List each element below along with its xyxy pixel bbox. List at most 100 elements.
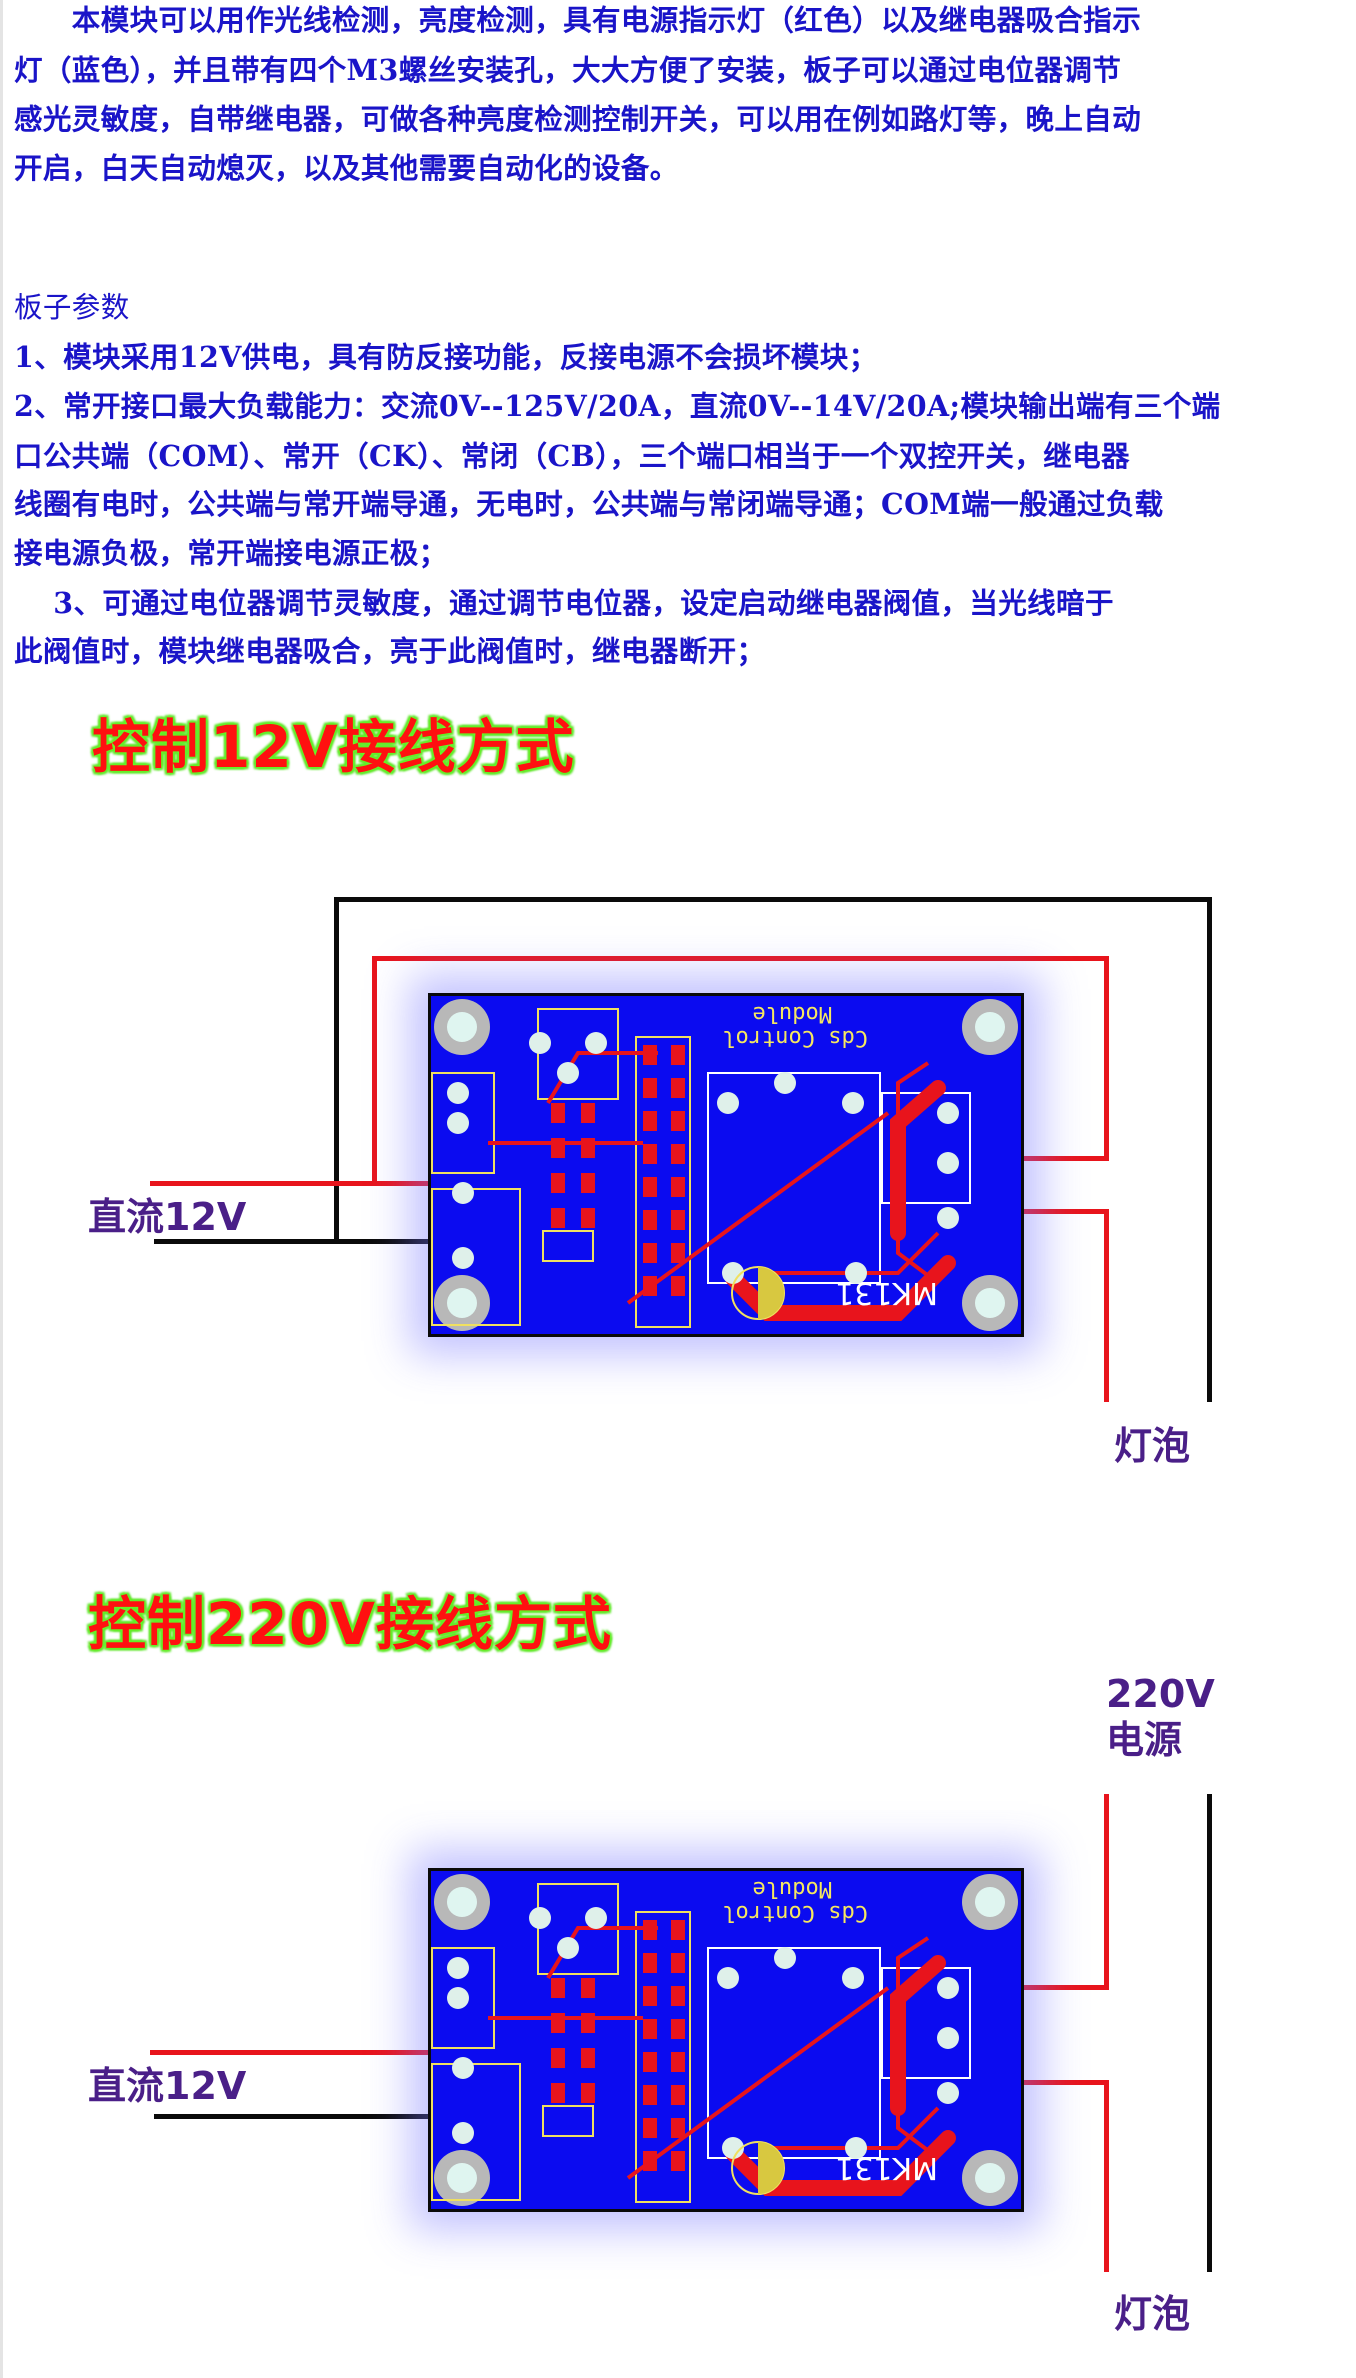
wire-black bbox=[334, 897, 339, 1244]
intro-line: 感光灵敏度，自带继电器，可做各种亮度检测控制开关，可以用在例如路灯等，晚上自动 bbox=[14, 102, 1142, 136]
through-hole-pad bbox=[452, 2057, 474, 2079]
page-border bbox=[0, 0, 3, 2378]
source-label: 220V bbox=[1106, 1672, 1215, 1716]
through-hole-pad bbox=[452, 1182, 474, 1204]
smd-pad bbox=[581, 1173, 595, 1193]
through-hole-pad bbox=[452, 2122, 474, 2144]
smd-pad bbox=[671, 2019, 685, 2039]
smd-pad bbox=[581, 1103, 595, 1123]
ldr-sensor bbox=[758, 2142, 784, 2194]
smd-pad bbox=[643, 1177, 657, 1197]
params-heading: 板子参数 bbox=[14, 291, 130, 324]
intro-line: 灯（蓝色），并且带有四个M3螺丝安装孔，大大方便了安装，板子可以通过电位器调节 bbox=[14, 53, 1122, 87]
smd-pad bbox=[643, 2052, 657, 2072]
wire-red bbox=[372, 956, 1109, 961]
through-hole-pad bbox=[774, 1072, 796, 1094]
smd-pad bbox=[671, 1144, 685, 1164]
params-line: 线圈有电时，公共端与常开端导通，无电时，公共端与常闭端导通；COM端一般通过负载 bbox=[14, 487, 1164, 521]
through-hole-pad bbox=[937, 1152, 959, 1174]
through-hole-pad bbox=[717, 1967, 739, 1989]
pcb-trace-wide bbox=[725, 1955, 956, 2196]
wire-red bbox=[1024, 1156, 1109, 1161]
through-hole-pad bbox=[845, 2137, 867, 2159]
pcb-silkscreen-text: Cds Control bbox=[722, 1900, 868, 1925]
through-hole-pad bbox=[447, 1957, 469, 1979]
component-outline bbox=[707, 1072, 881, 1284]
smd-pad bbox=[671, 1953, 685, 1973]
load-label: 灯泡 bbox=[1114, 1424, 1191, 1468]
mounting-hole-center bbox=[447, 2163, 477, 2193]
input-label: 直流12V bbox=[88, 1195, 247, 1239]
through-hole-pad bbox=[585, 1907, 607, 1929]
component-outline bbox=[542, 1230, 594, 1262]
smd-pad bbox=[551, 1978, 565, 1998]
smd-pad bbox=[643, 1243, 657, 1263]
smd-pad bbox=[643, 1111, 657, 1131]
smd-pad bbox=[581, 1978, 595, 1998]
params-line: 2、常开接口最大负载能力：交流0V--125V/20A，直流0V--14V/20… bbox=[14, 389, 1221, 423]
pcb-model-text: MK131 bbox=[835, 1275, 938, 1310]
smd-pad bbox=[671, 1986, 685, 2006]
pcb-model-text: MK131 bbox=[835, 2150, 938, 2185]
params-line: 口公共端（COM）、常开（CK）、常闭（CB），三个端口相当于一个双控开关，继电… bbox=[14, 439, 1130, 473]
through-hole-pad bbox=[452, 1247, 474, 1269]
source-label: 电源 bbox=[1106, 1718, 1183, 1762]
smd-pad bbox=[581, 1208, 595, 1228]
through-hole-pad bbox=[557, 1062, 579, 1084]
through-hole-pad bbox=[774, 1947, 796, 1969]
through-hole-pad bbox=[585, 1032, 607, 1054]
smd-pad bbox=[671, 1045, 685, 1065]
component-outline bbox=[431, 1188, 521, 1326]
smd-pad bbox=[671, 2052, 685, 2072]
smd-pad bbox=[551, 1173, 565, 1193]
through-hole-pad bbox=[529, 1032, 551, 1054]
diagram-title: 控制12V接线方式 bbox=[92, 713, 575, 781]
component-outline bbox=[431, 2063, 521, 2201]
smd-pad bbox=[581, 2048, 595, 2068]
load-label: 灯泡 bbox=[1114, 2292, 1191, 2336]
ldr-sensor bbox=[758, 1267, 784, 1319]
mounting-hole-center bbox=[975, 2163, 1005, 2193]
through-hole-pad bbox=[937, 1977, 959, 1999]
smd-pad bbox=[643, 1953, 657, 1973]
component-outline bbox=[635, 1036, 691, 1328]
smd-pad bbox=[643, 1210, 657, 1230]
intro-line: 开启，白天自动熄灭，以及其他需要自动化的设备。 bbox=[14, 151, 679, 185]
through-hole-pad bbox=[842, 1092, 864, 1114]
input-label: 直流12V bbox=[88, 2064, 247, 2108]
through-hole-pad bbox=[717, 1092, 739, 1114]
wire-red bbox=[150, 1181, 428, 1186]
through-hole-pad bbox=[937, 1207, 959, 1229]
smd-pad bbox=[671, 1210, 685, 1230]
pcb-silkscreen-text: Module bbox=[753, 1876, 832, 1901]
wire-black bbox=[1207, 897, 1212, 1402]
through-hole-pad bbox=[937, 2027, 959, 2049]
wire-red bbox=[1104, 1794, 1109, 1990]
wire-red bbox=[150, 2050, 428, 2055]
mounting-hole-center bbox=[975, 1012, 1005, 1042]
smd-pad bbox=[671, 2151, 685, 2171]
smd-pad bbox=[551, 1103, 565, 1123]
wire-black bbox=[334, 897, 1212, 902]
wire-red bbox=[1024, 2080, 1109, 2085]
smd-pad bbox=[551, 1208, 565, 1228]
smd-pad bbox=[643, 1986, 657, 2006]
through-hole-pad bbox=[447, 1112, 469, 1134]
pcb-silkscreen-text: Module bbox=[753, 1001, 832, 1026]
smd-pad bbox=[671, 1243, 685, 1263]
through-hole-pad bbox=[845, 1262, 867, 1284]
smd-pad bbox=[643, 2019, 657, 2039]
smd-pad bbox=[581, 2083, 595, 2103]
mounting-hole-center bbox=[975, 1288, 1005, 1318]
params-line: 接电源负极，常开端接电源正极； bbox=[14, 536, 448, 570]
smd-pad bbox=[671, 1276, 685, 1296]
smd-pad bbox=[643, 2085, 657, 2105]
smd-pad bbox=[671, 1920, 685, 1940]
through-hole-pad bbox=[722, 2137, 744, 2159]
pcb-trace bbox=[488, 1051, 940, 1305]
through-hole-pad bbox=[842, 1967, 864, 1989]
through-hole-pad bbox=[447, 1082, 469, 1104]
through-hole-pad bbox=[937, 2082, 959, 2104]
smd-pad bbox=[671, 1177, 685, 1197]
